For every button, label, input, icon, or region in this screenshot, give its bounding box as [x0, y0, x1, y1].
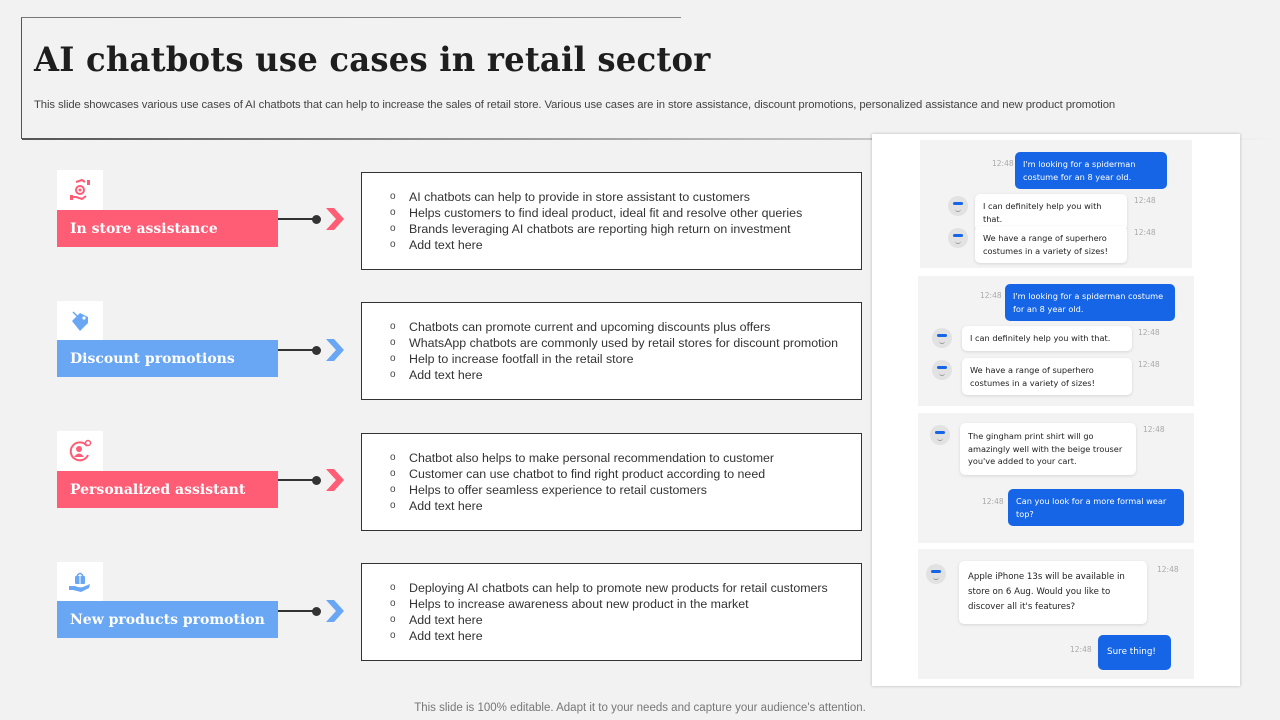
description-box: Chatbot also helps to make personal reco… — [361, 433, 862, 531]
timestamp: 12:48 — [1157, 565, 1179, 574]
connector-line — [278, 479, 316, 481]
bullet-item: Deploying AI chatbots can help to promot… — [390, 580, 841, 596]
bullet-item: Add text here — [390, 612, 841, 628]
page-title: AI chatbots use cases in retail sector — [34, 40, 711, 80]
chat-conversation: 12:48 I'm looking for a spiderman costum… — [920, 140, 1192, 268]
page-subtitle: This slide showcases various use cases o… — [34, 99, 1116, 111]
user-message: I'm looking for a spiderman costume for … — [1015, 152, 1167, 189]
personal-user-icon — [57, 431, 103, 471]
chat-conversation: 12:48 I'm looking for a spiderman costum… — [918, 276, 1194, 406]
connector-dot — [312, 346, 321, 355]
bullet-item: Add text here — [390, 367, 841, 383]
label-discount-promotions: Discount promotions — [57, 340, 278, 377]
hand-basket-icon — [57, 562, 103, 602]
price-tag-icon — [57, 301, 103, 341]
connector-dot — [312, 215, 321, 224]
bullet-item: Helps customers to find ideal product, i… — [390, 205, 841, 221]
bullet-item: Brands leveraging AI chatbots are report… — [390, 221, 841, 237]
bullet-item: Helps to increase awareness about new pr… — [390, 596, 841, 612]
timestamp: 12:48 — [1143, 425, 1165, 434]
label-in-store-assistance: In store assistance — [57, 210, 278, 247]
connector-line — [278, 610, 316, 612]
bot-avatar-icon — [948, 228, 968, 248]
bot-avatar-icon — [930, 425, 950, 445]
bot-message: We have a range of superhero costumes in… — [962, 358, 1132, 395]
bullet-item: Chatbots can promote current and upcomin… — [390, 319, 841, 335]
user-message: Sure thing! — [1098, 635, 1171, 670]
hand-gear-icon — [57, 170, 103, 210]
bullet-item: Help to increase footfall in the retail … — [390, 351, 841, 367]
connector-line — [278, 349, 316, 351]
chat-examples-panel: 12:48 I'm looking for a spiderman costum… — [872, 134, 1240, 686]
bot-message: The gingham print shirt will go amazingl… — [960, 423, 1136, 475]
bullet-item: Chatbot also helps to make personal reco… — [390, 450, 841, 466]
chevron-right-icon — [326, 339, 344, 361]
timestamp: 12:48 — [992, 159, 1014, 168]
bot-avatar-icon — [926, 564, 946, 584]
description-box: Deploying AI chatbots can help to promot… — [361, 563, 862, 661]
timestamp: 12:48 — [1134, 228, 1156, 237]
chevron-right-icon — [326, 600, 344, 622]
bullet-item: WhatsApp chatbots are commonly used by r… — [390, 335, 841, 351]
bullet-item: AI chatbots can help to provide in store… — [390, 189, 841, 205]
bot-message: I can definitely help you with that. — [975, 194, 1127, 231]
timestamp: 12:48 — [980, 291, 1002, 300]
user-message: Can you look for a more formal wear top? — [1008, 489, 1184, 526]
bot-message: Apple iPhone 13s will be available in st… — [959, 561, 1147, 624]
bot-avatar-icon — [932, 360, 952, 380]
bullet-item: Helps to offer seamless experience to re… — [390, 482, 841, 498]
label-personalized-assistant: Personalized assistant — [57, 471, 278, 508]
connector-line — [278, 218, 316, 220]
chevron-right-icon — [326, 208, 344, 230]
connector-dot — [312, 476, 321, 485]
chat-conversation: The gingham print shirt will go amazingl… — [918, 413, 1194, 543]
timestamp: 12:48 — [982, 497, 1004, 506]
chevron-right-icon — [326, 469, 344, 491]
bot-avatar-icon — [948, 196, 968, 216]
bullet-item: Add text here — [390, 237, 841, 253]
bullet-item: Add text here — [390, 628, 841, 644]
footer-note: This slide is 100% editable. Adapt it to… — [414, 702, 866, 714]
bullet-item: Customer can use chatbot to find right p… — [390, 466, 841, 482]
timestamp: 12:48 — [1138, 328, 1160, 337]
bot-message: We have a range of superhero costumes in… — [975, 226, 1127, 263]
chat-conversation: Apple iPhone 13s will be available in st… — [918, 549, 1194, 679]
header-frame — [21, 16, 1280, 140]
user-message: I'm looking for a spiderman costume for … — [1005, 284, 1175, 321]
timestamp: 12:48 — [1138, 360, 1160, 369]
label-new-products-promotion: New products promotion — [57, 601, 278, 638]
bullet-item: Add text here — [390, 498, 841, 514]
description-box: AI chatbots can help to provide in store… — [361, 172, 862, 270]
connector-dot — [312, 607, 321, 616]
bot-avatar-icon — [932, 328, 952, 348]
description-box: Chatbots can promote current and upcomin… — [361, 302, 862, 400]
timestamp: 12:48 — [1134, 196, 1156, 205]
bot-message: I can definitely help you with that. — [962, 326, 1132, 351]
timestamp: 12:48 — [1070, 645, 1092, 654]
